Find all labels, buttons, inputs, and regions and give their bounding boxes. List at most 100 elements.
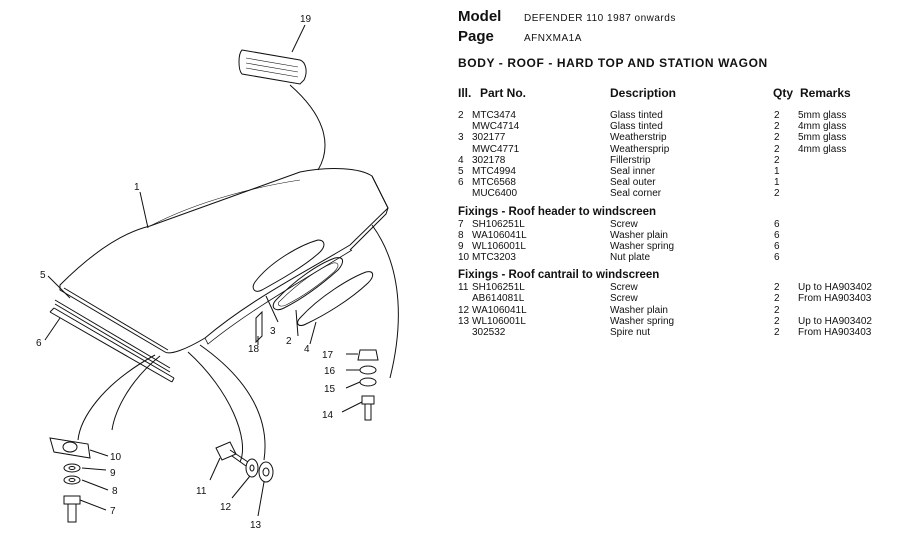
cell-description: Washer plain [610,229,668,241]
page-value: AFNXMA1A [524,33,582,44]
page-label: Page [458,28,494,45]
nut-plate [49,437,91,459]
callout-9: 9 [110,468,116,479]
seal-outer [49,307,175,383]
callout-2: 2 [286,336,292,347]
cell-ill: 2 [458,110,464,121]
cell-description: Glass tinted [610,110,663,121]
cell-qty: 6 [774,218,780,230]
cell-part-no: MWC4771 [472,143,520,155]
cell-ill: 7 [458,218,464,230]
cell-remarks: From HA903403 [798,293,872,305]
fillerstrip [297,271,374,326]
col-qty: Qty [773,86,794,100]
callout-19: 19 [300,14,312,25]
cell-part-no: SH106251L [472,282,525,294]
cell-ill: 5 [458,165,464,177]
col-remarks: Remarks [800,86,851,100]
table-row: AB614081L Screw 2 From HA903403 [458,293,898,304]
cell-qty: 2 [774,315,780,327]
cell-qty: 2 [774,143,780,155]
cell-remarks: 5mm glass [798,110,847,121]
section-title: BODY - ROOF - HARD TOP AND STATION WAGON [458,56,768,70]
cell-ill: 10 [458,252,470,264]
cell-ill: 6 [458,177,464,189]
cell-ill: 3 [458,132,464,144]
col-desc: Description [610,86,677,100]
col-ill: Ill. [458,86,472,100]
cell-part-no: AB614081L [472,293,525,305]
cell-part-no: 302178 [472,154,506,166]
page-row: Page AFNXMA1A [458,28,676,48]
cell-ill: 13 [458,315,470,327]
cell-description: Spire nut [610,327,651,338]
model-row: Model DEFENDER 110 1987 onwards [458,8,676,28]
cell-part-no: 302532 [472,327,506,338]
cell-qty: 2 [774,121,780,133]
cell-qty: 2 [774,293,780,305]
cell-part-no: MTC3203 [472,252,516,264]
cell-remarks: 5mm glass [798,132,847,144]
cell-description: Screw [610,282,638,294]
cell-part-no: MTC6568 [472,177,516,189]
cell-qty: 2 [774,304,780,316]
cell-ill: 12 [458,304,470,316]
callout-17: 17 [322,350,334,361]
callout-5: 5 [40,270,46,281]
group-header-roof-cantrail: Fixings - Roof cantrail to windscreen [458,269,660,282]
cell-description: Screw [610,293,638,305]
cell-ill: 4 [458,154,464,166]
cell-qty: 2 [774,282,780,294]
cell-description: Glass tinted [610,121,663,133]
callout-12: 12 [220,502,232,513]
callout-16: 16 [324,366,336,377]
cell-qty: 2 [774,132,780,144]
callout-10: 10 [110,452,122,463]
glass-tinted [272,257,343,311]
callout-3: 3 [270,326,276,337]
cell-ill: 9 [458,240,464,252]
cell-description: Seal outer [610,177,656,189]
cell-part-no: WL106001L [472,240,526,252]
cell-description: Washer plain [610,304,668,316]
cell-qty: 2 [774,188,780,200]
cell-part-no: WL106001L [472,315,526,327]
col-part: Part No. [480,86,527,100]
seal-inner [54,299,171,373]
callout-14: 14 [322,410,334,421]
group-header-roof-header: Fixings - Roof header to windscreen [458,205,657,218]
cell-remarks: Up to HA903402 [798,315,872,327]
weatherstrip [277,262,339,307]
callout-4: 4 [304,344,310,355]
cell-description: Screw [610,218,638,230]
roof-panel [59,168,389,354]
page-header: Model DEFENDER 110 1987 onwards Page AFN… [458,8,676,48]
cell-part-no: WA106041L [472,304,527,316]
cell-remarks: 4mm glass [798,121,847,133]
cell-part-no: SH106251L [472,218,525,230]
cell-description: Seal inner [610,165,656,177]
callout-13: 13 [250,520,262,531]
cell-description: Weathersprip [610,143,670,155]
callout-11: 11 [196,486,207,497]
callout-6: 6 [36,338,42,349]
callout-15: 15 [324,384,336,395]
callout-1: 1 [134,182,140,193]
cell-qty: 2 [774,110,780,121]
cell-qty: 1 [774,165,780,177]
